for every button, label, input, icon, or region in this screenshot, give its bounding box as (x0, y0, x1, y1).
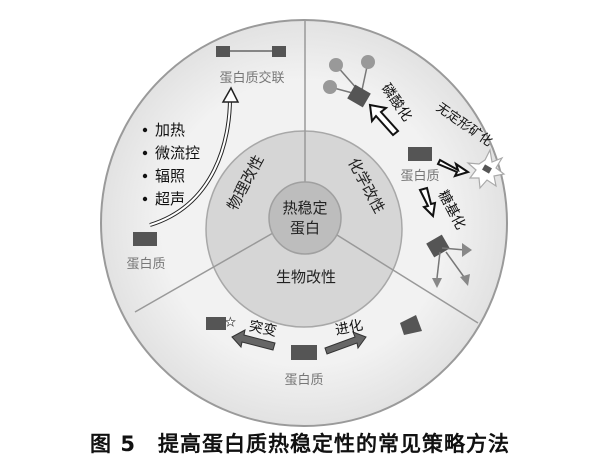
protein-block (133, 232, 157, 246)
protein-block (291, 345, 317, 360)
arrow-evolution (324, 331, 367, 355)
evolved-protein-block (400, 315, 422, 335)
center-label-1: 热稳定 (282, 199, 327, 217)
protein-block (408, 147, 432, 161)
figure-caption: 图 5 提高蛋白质热稳定性的常见策略方法 (90, 432, 510, 456)
method-irradiation: 辐照 (155, 167, 185, 185)
bullets (142, 127, 148, 202)
ring-label-biological: 生物改性 (276, 268, 336, 286)
mutation-star-icon: ★ (225, 315, 236, 329)
method-heat: 加热 (155, 121, 185, 139)
label-evolution: 进化 (334, 317, 365, 338)
protein-block (206, 317, 226, 330)
divider-right (336, 234, 479, 324)
protein-label-physical: 蛋白质 (126, 256, 165, 272)
method-microfluidic: 微流控 (155, 144, 200, 162)
protein-block (216, 46, 230, 57)
arrow-head (221, 86, 240, 103)
divider-left (134, 232, 274, 313)
protein-label-biological: 蛋白质 (284, 372, 323, 388)
arrow-mineralization (436, 158, 471, 178)
protein-label-chemical: 蛋白质 (400, 168, 439, 184)
protein-block (272, 46, 286, 57)
arrow-phosphorylation (368, 103, 400, 137)
inner-circle (268, 181, 342, 255)
glycosylated-protein (426, 234, 472, 288)
phosphorylated-protein (323, 55, 375, 108)
label-mutation: 突变 (247, 318, 278, 339)
center-label-2: 蛋白 (290, 219, 320, 237)
strategy-diagram: 热稳定 蛋白 物理改性 化学改性 生物改性 蛋白质交联 加热 微流控 辐照 超声… (100, 19, 508, 427)
method-ultrasound: 超声 (155, 190, 185, 208)
arrow-glycosylation (418, 186, 437, 219)
arrow-mutation (231, 329, 276, 351)
protein-block (482, 164, 492, 174)
crosslink-label: 蛋白质交联 (219, 70, 284, 86)
